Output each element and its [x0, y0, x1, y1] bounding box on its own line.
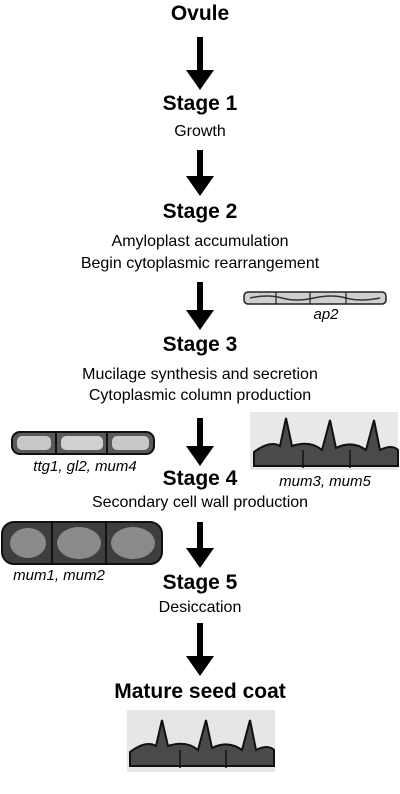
stage2-desc-line1: Amyloplast accumulation: [111, 233, 289, 250]
stage3-title: Stage 3: [162, 333, 238, 356]
stage3-desc-line1: Mucilage synthesis and secretion: [82, 366, 318, 383]
stage1-title: Stage 1: [162, 92, 238, 115]
arrow-ovule-stage1: [186, 37, 214, 90]
stage2-title: Stage 2: [162, 200, 238, 223]
ttg1-gl2-mum4-cells-illustration: [11, 431, 155, 455]
arrow-stage5-mature: [186, 623, 214, 676]
arrow-stage3-stage4: [186, 418, 214, 466]
stage1-desc-line1: Growth: [174, 123, 226, 140]
mutant-label-ap2: ap2: [313, 306, 339, 323]
ovule-title: Ovule: [170, 2, 230, 25]
ap2-cells-illustration: [243, 291, 387, 305]
stage3-desc-line2: Cytoplasmic column production: [88, 387, 312, 404]
mum1-mum2-cells-illustration: [1, 521, 163, 565]
stage5-desc-line1: Desiccation: [158, 599, 242, 616]
arrow-stage1-stage2: [186, 150, 214, 196]
mutant-label-mum1-mum2: mum1, mum2: [13, 567, 105, 584]
stage5-title: Stage 5: [162, 571, 238, 594]
mutant-label-ttg1-gl2-mum4: ttg1, gl2, mum4: [33, 458, 137, 475]
mutant-label-mum3-mum5: mum3, mum5: [279, 473, 371, 490]
mum3-mum5-cells-illustration: [250, 412, 399, 470]
stage4-desc-line1: Secondary cell wall production: [91, 494, 309, 511]
stage4-title: Stage 4: [162, 467, 238, 490]
arrow-stage4-stage5: [186, 522, 214, 568]
stage2-desc-line2: Begin cytoplasmic rearrangement: [80, 255, 320, 272]
mature-seed-coat-title: Mature seed coat: [114, 680, 286, 703]
arrow-stage2-stage3: [186, 282, 214, 330]
mature-seed-coat-illustration: [127, 710, 275, 772]
